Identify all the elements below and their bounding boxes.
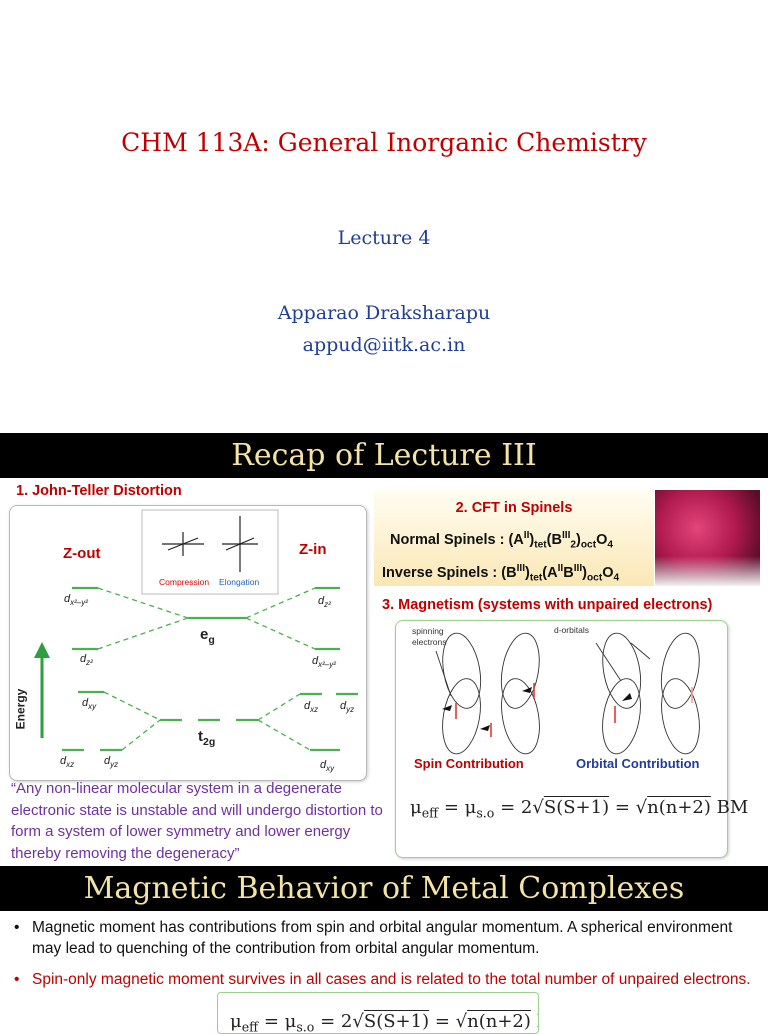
- z-out-label: Z-out: [63, 545, 101, 562]
- magnetism-heading: 3. Magnetism (systems with unpaired elec…: [382, 597, 713, 613]
- svg-text:dx²–y²: dx²–y²: [64, 593, 88, 607]
- spin-only-equation: μeff = μs.o = 2√S(S+1) = √n(n+2) BM: [230, 1011, 538, 1034]
- svg-text:dz²: dz²: [318, 595, 331, 609]
- spinel-crystal-image: [655, 490, 760, 586]
- d-orbitals-label: d-orbitals: [554, 625, 589, 635]
- elongation-label: Elongation: [219, 577, 260, 587]
- course-title: CHM 113A: General Inorganic Chemistry: [121, 128, 647, 157]
- magnetic-header: Magnetic Behavior of Metal Complexes: [0, 866, 768, 911]
- bullet-dot: •: [14, 919, 20, 936]
- orbital-contribution-label: Orbital Contribution: [576, 756, 700, 771]
- spin-only-equation-box: μeff = μs.o = 2√S(S+1) = √n(n+2) BM: [217, 992, 539, 1034]
- normal-spinel-formula: Normal Spinels : (AII)tet(BIII2)octO4: [390, 530, 613, 551]
- svg-text:dx²–y²: dx²–y²: [312, 655, 336, 669]
- energy-axis-label: Energy: [13, 688, 28, 730]
- jt-heading: 1. John-Teller Distortion: [16, 483, 182, 499]
- recap-header: Recap of Lecture III: [0, 433, 768, 478]
- bullet-text: Magnetic moment has contributions from s…: [32, 919, 733, 957]
- magnetism-panel: spinning electrons d-orbitals Spin Contr…: [395, 620, 748, 858]
- z-in-label: Z-in: [299, 541, 327, 558]
- svg-text:dz²: dz²: [80, 653, 93, 667]
- svg-text:dxy: dxy: [82, 697, 97, 711]
- svg-text:dxz: dxz: [304, 700, 318, 714]
- inverse-spinel-formula: Inverse Spinels : (BIII)tet(AIIBIII)octO…: [382, 563, 620, 584]
- author-email[interactable]: appud@iitk.ac.in: [302, 334, 466, 356]
- energy-arrow: [34, 642, 50, 738]
- t2g-label: t2g: [198, 728, 215, 748]
- eg-label: eg: [200, 626, 215, 646]
- jt-diagram-panel: dx²–y² dz² dz² dx²–y² dxy dxz dyz dxz dy…: [9, 505, 367, 781]
- normal-spinel-label: Normal Spinels :: [390, 531, 505, 548]
- bullet-text: Spin-only magnetic moment survives in al…: [32, 971, 751, 988]
- svg-text:dxz: dxz: [60, 755, 74, 769]
- jt-quote: “Any non-linear molecular system in a de…: [11, 780, 383, 862]
- eg-sub: g: [208, 634, 215, 646]
- spinel-panel: [374, 490, 654, 586]
- d-orbital-drawings: [435, 632, 700, 755]
- t2g-main: t: [198, 728, 203, 745]
- bullet-dot: •: [14, 971, 20, 988]
- elongation-molecule: [222, 516, 258, 572]
- t2g-sub: 2g: [203, 736, 216, 748]
- spinel-heading: 2. CFT in Spinels: [455, 500, 573, 516]
- eg-main: e: [200, 626, 209, 643]
- svg-text:dxy: dxy: [320, 759, 335, 773]
- svg-text:dyz: dyz: [340, 700, 354, 714]
- jt-energy-diagram: dx²–y² dz² dz² dx²–y² dxy dxz dyz dxz dy…: [34, 509, 358, 773]
- recap-header-text: Recap of Lecture III: [231, 438, 537, 473]
- magnetic-moment-equation: μeff = μs.o = 2√S(S+1) = √n(n+2) BM: [410, 797, 749, 821]
- spin-contribution-label: Spin Contribution: [414, 756, 524, 771]
- spinning-electrons-label: spinning electrons: [412, 626, 447, 647]
- magnetic-header-text: Magnetic Behavior of Metal Complexes: [83, 871, 685, 906]
- compression-label: Compression: [159, 577, 210, 587]
- svg-text:dyz: dyz: [104, 755, 118, 769]
- author-name: Apparao Draksharapu: [277, 302, 491, 324]
- inverse-spinel-label: Inverse Spinels :: [382, 564, 498, 581]
- compression-molecule: [162, 532, 204, 556]
- lecture-number: Lecture 4: [337, 227, 431, 249]
